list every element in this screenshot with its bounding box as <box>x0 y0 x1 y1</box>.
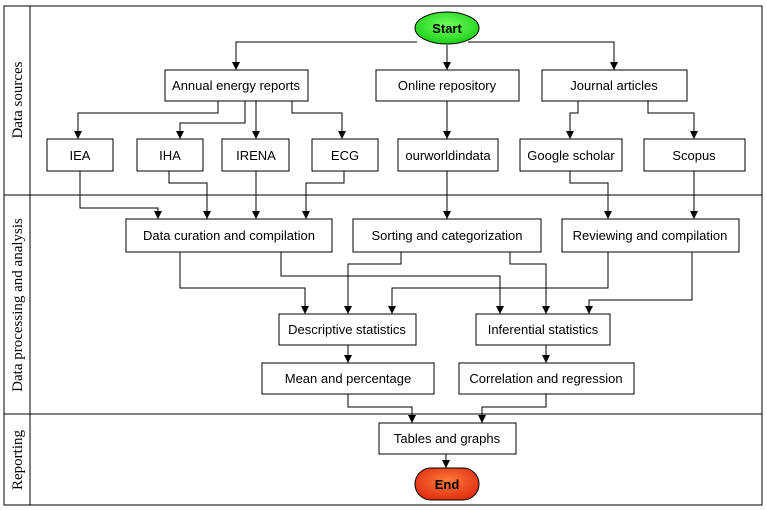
connector-iea-curation <box>79 171 162 219</box>
box-iha: IHA <box>136 138 204 172</box>
box-descriptive-label: Descriptive statistics <box>288 322 406 337</box>
box-mean-label: Mean and percentage <box>285 371 411 386</box>
connector-mean-tables <box>347 394 416 423</box>
box-iea-label: IEA <box>70 148 91 163</box>
lane-label-processing: Data processing and analysis <box>10 218 26 392</box>
box-ecg-label: ECG <box>331 148 359 163</box>
box-ourworldindata: ourworldindata <box>397 138 499 172</box>
box-reviewing-shape <box>561 218 740 253</box>
connector-reviewing-inferential <box>585 252 693 314</box>
box-irena-label: IRENA <box>236 148 276 163</box>
box-journal-articles: Journal articles <box>541 69 688 102</box>
box-mean-percentage: Mean and percentage <box>261 362 435 395</box>
end-shape <box>414 467 480 501</box>
box-owid-shape <box>397 138 499 172</box>
box-tables-graphs: Tables and graphs <box>378 422 517 455</box>
box-reviewing: Reviewing and compilation <box>561 218 740 253</box>
box-reviewing-label: Reviewing and compilation <box>573 228 728 243</box>
box-curation-label: Data curation and compilation <box>143 228 315 243</box>
box-journal-label: Journal articles <box>570 78 658 93</box>
box-annual-label: Annual energy reports <box>172 78 300 93</box>
start-label: Start <box>432 21 462 36</box>
connector-sorting-descriptive <box>344 252 402 314</box>
box-correlation-regression: Correlation and regression <box>458 362 635 395</box>
box-inferential-statistics: Inferential statistics <box>475 313 611 346</box>
box-sorting: Sorting and categorization <box>352 218 542 253</box>
box-descriptive-shape <box>278 313 417 346</box>
box-ecg: ECG <box>311 138 379 172</box>
box-scopus: Scopus <box>643 138 746 172</box>
box-ecg-shape <box>311 138 379 172</box>
box-online-label: Online repository <box>398 78 497 93</box>
connector-start-journal <box>468 41 618 70</box>
connector-annual-iha <box>176 101 246 139</box>
box-journal-shape <box>541 69 688 102</box>
end-label: End <box>435 477 460 492</box>
box-iea: IEA <box>46 138 114 172</box>
box-owid-label: ourworldindata <box>405 148 491 163</box>
box-correlation-shape <box>458 362 635 395</box>
box-annual-energy-reports: Annual energy reports <box>164 69 309 102</box>
box-online-repository: Online repository <box>375 69 520 102</box>
box-google-shape <box>519 138 623 172</box>
swimlane-frame <box>3 5 763 506</box>
box-data-curation: Data curation and compilation <box>125 218 333 253</box>
connectors <box>74 41 698 468</box>
box-curation-shape <box>125 218 333 253</box>
connector-curation-inferential <box>280 252 504 314</box>
box-tables-shape <box>378 422 517 455</box>
start-shape <box>414 11 480 45</box>
box-google-scholar: Google scholar <box>519 138 623 172</box>
lane-label-reporting: Reporting <box>10 430 26 490</box>
connector-iha-curation <box>168 171 211 219</box>
box-mean-shape <box>261 362 435 395</box>
box-correlation-label: Correlation and regression <box>469 371 622 386</box>
connector-curation-descriptive <box>179 252 309 314</box>
box-iha-shape <box>136 138 204 172</box>
box-sorting-shape <box>352 218 542 253</box>
box-tables-label: Tables and graphs <box>394 431 501 446</box>
connector-annual-ecg <box>291 101 346 139</box>
box-google-label: Google scholar <box>527 148 615 163</box>
lane-label-data-sources: Data sources <box>10 61 26 138</box>
end-terminal: End <box>414 467 480 501</box>
connector-google-reviewing <box>569 171 612 219</box>
connector-annual-iea <box>74 101 219 139</box>
box-scopus-shape <box>643 138 746 172</box>
box-irena: IRENA <box>221 138 290 172</box>
box-inferential-shape <box>475 313 611 346</box>
connector-journal-google <box>566 101 579 139</box>
box-iea-shape <box>46 138 114 172</box>
connector-correlation-tables <box>478 394 547 423</box>
box-annual-shape <box>164 69 309 102</box>
connector-journal-scopus <box>647 101 698 139</box>
box-iha-label: IHA <box>159 148 181 163</box>
connector-sorting-inferential <box>509 252 550 314</box>
outer-border <box>3 5 763 506</box>
box-descriptive-statistics: Descriptive statistics <box>278 313 417 346</box>
box-sorting-label: Sorting and categorization <box>371 228 522 243</box>
connector-reviewing-descriptive <box>388 252 609 314</box>
box-online-shape <box>375 69 520 102</box>
box-inferential-label: Inferential statistics <box>488 322 599 337</box>
start-terminal: Start <box>414 11 480 45</box>
connector-ecg-curation <box>302 171 345 219</box>
box-irena-shape <box>221 138 290 172</box>
connector-start-annual <box>232 41 417 70</box>
box-scopus-label: Scopus <box>672 148 716 163</box>
